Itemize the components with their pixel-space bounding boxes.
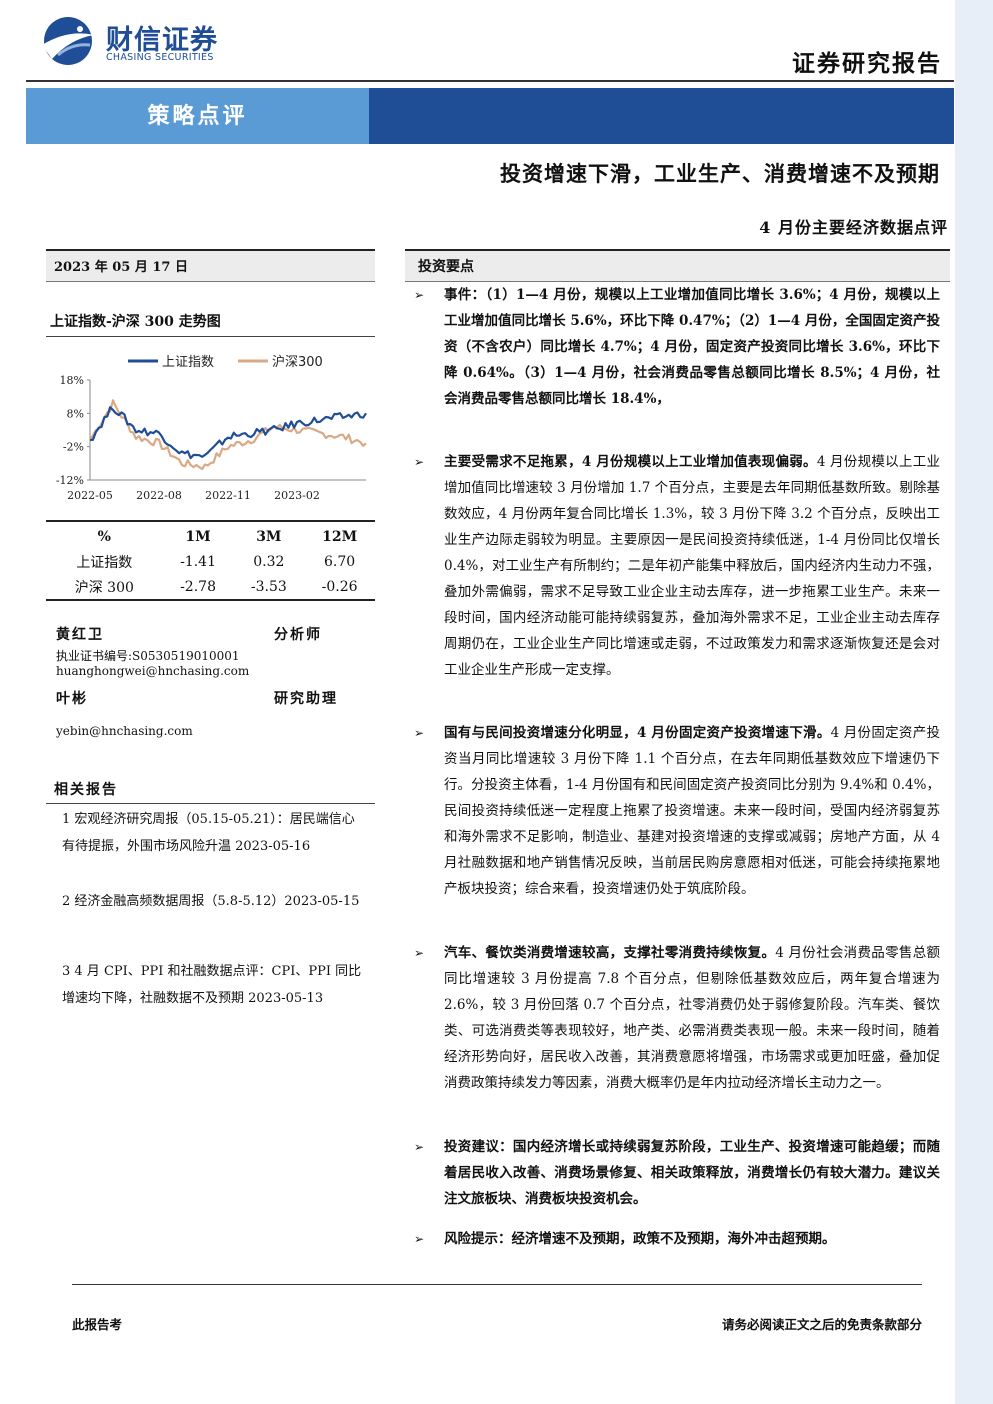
- table-cell: 沪深 300: [74, 579, 134, 596]
- table-cell: -1.41: [180, 553, 216, 570]
- legend-label: 上证指数: [162, 355, 214, 370]
- y-tick-label: -2%: [63, 441, 84, 454]
- table-row: 上证指数 -1.41 0.32 6.70: [46, 549, 375, 574]
- company-logo-icon: [42, 17, 94, 65]
- point-lead: 主要受需求不足拖累，4 月份规模以上工业增加值表现偏弱。: [444, 454, 817, 470]
- table-cell: -2.78: [180, 578, 216, 595]
- perf-table-top-rule: [46, 520, 375, 522]
- arrow-bullet-icon: ➢: [414, 1140, 425, 1154]
- invest-points-bar: [405, 249, 950, 282]
- x-tick-label: 2022-11: [205, 489, 251, 502]
- point-consumption: 汽车、餐饮类消费增速较高，支撑社零消费持续恢复。4 月份社会消费品零售总额同比增…: [444, 940, 940, 1096]
- table-header: %: [97, 528, 111, 545]
- point-text: 4 月份规模以上工业增加值同比增速较 3 月份增加 1.7 个百分点，主要是去年…: [444, 454, 940, 678]
- page-side-strip: [955, 0, 993, 1404]
- footer-divider: [72, 1284, 922, 1285]
- related-report-item[interactable]: 3 4 月 CPI、PPI 和社融数据点评：CPI、PPI 同比增速均下降，社融…: [62, 964, 362, 1006]
- header-divider: [26, 80, 954, 82]
- point-event: 事件：（1）1—4 月份，规模以上工业增加值同比增长 3.6%；4 月份，规模以…: [444, 282, 940, 412]
- point-text: 事件：（1）1—4 月份，规模以上工业增加值同比增长 3.6%；4 月份，规模以…: [444, 287, 940, 407]
- perf-table-bottom-rule: [46, 599, 375, 601]
- analyst-name: 黄红卫: [56, 627, 104, 643]
- point-text: 风险提示：经济增速不及预期，政策不及预期，海外冲击超预期。: [444, 1231, 836, 1247]
- table-cell: 6.70: [324, 553, 356, 570]
- point-risk: 风险提示：经济增速不及预期，政策不及预期，海外冲击超预期。: [444, 1226, 940, 1252]
- point-lead: 国有与民间投资增速分化明显，4 月份固定资产投资增速下滑。: [444, 725, 831, 741]
- chart-section-title: 上证指数-沪深 300 走势图: [50, 314, 221, 330]
- table-cell: -3.53: [250, 578, 287, 595]
- report-category: 策略点评: [147, 103, 248, 129]
- table-row: 沪深 300 -2.78 -3.53 -0.26: [46, 574, 375, 599]
- related-report-item[interactable]: 1 宏观经济研究周报（05.15-05.21）：居民端信心有待提振，外围市场风险…: [62, 812, 355, 854]
- arrow-bullet-icon: ➢: [414, 946, 425, 960]
- assistant-role: 研究助理: [274, 691, 338, 707]
- point-industry: 主要受需求不足拖累，4 月份规模以上工业增加值表现偏弱。4 月份规模以上工业增加…: [444, 449, 940, 683]
- point-text: 4 月份固定资产投资当月同比增速较 3 月份下降 1.1 个百分点，在去年同期低…: [444, 725, 940, 897]
- series-line: [89, 406, 367, 460]
- footer-disclaimer: 请务必阅读正文之后的免责条款部分: [721, 1317, 922, 1332]
- assistant-name: 叶彬: [56, 691, 88, 707]
- y-tick-label: 8%: [67, 407, 84, 420]
- invest-points-title: 投资要点: [418, 259, 474, 275]
- table-cell: -0.26: [321, 578, 358, 595]
- arrow-bullet-icon: ➢: [414, 288, 425, 302]
- analyst-email[interactable]: huanghongwei@hnchasing.com: [56, 664, 250, 678]
- legend-label: 沪深300: [272, 354, 323, 370]
- arrow-bullet-icon: ➢: [414, 726, 425, 740]
- x-tick-label: 2022-08: [136, 489, 182, 502]
- point-text: 4 月份社会消费品零售总额同比增速较 3 月份提高 7.8 个百分点，但剔除低基…: [444, 945, 940, 1091]
- index-trend-chart: 上证指数 沪深300 18% 8% -2% -12% 2022-05 2022-08 202…: [56, 354, 367, 502]
- report-title: 投资增速下滑，工业生产、消费增速不及预期: [500, 161, 940, 186]
- category-band-dark: [369, 88, 954, 144]
- y-tick-label: -12%: [56, 474, 84, 487]
- related-reports-rule: [46, 803, 375, 804]
- footer-left-text: 此报告考: [72, 1317, 123, 1332]
- table-cell: 上证指数: [76, 554, 133, 571]
- x-tick-label: 2022-05: [67, 489, 113, 502]
- report-date: 2023 年 05 月 17 日: [54, 260, 188, 275]
- table-header: 12M: [322, 528, 358, 545]
- point-investment: 国有与民间投资增速分化明显，4 月份固定资产投资增速下滑。4 月份固定资产投资当…: [444, 720, 940, 902]
- assistant-email[interactable]: yebin@hnchasing.com: [56, 724, 193, 738]
- arrow-bullet-icon: ➢: [414, 1232, 425, 1246]
- table-header-row: % 1M 3M 12M: [46, 524, 375, 549]
- chart-section-rule: [46, 336, 375, 337]
- series-line: [89, 399, 367, 471]
- point-text: 投资建议：国内经济增长或持续弱复苏阶段，工业生产、投资增速可能趋缓；而随着居民收…: [444, 1139, 940, 1207]
- analyst-role: 分析师: [274, 627, 322, 643]
- performance-table: % 1M 3M 12M 上证指数 -1.41 0.32 6.70 沪深 300 …: [46, 524, 375, 599]
- related-reports-title: 相关报告: [54, 782, 118, 798]
- table-header: 3M: [256, 528, 282, 545]
- date-bar: [46, 249, 375, 282]
- table-header: 1M: [185, 528, 211, 545]
- related-report-item[interactable]: 2 经济金融高频数据周报（5.8-5.12）2023-05-15: [62, 894, 360, 909]
- table-cell: 0.32: [253, 553, 285, 570]
- report-subtitle: 4 月份主要经济数据点评: [759, 218, 948, 237]
- logo-text-en: CHASING SECURITIES: [106, 52, 214, 63]
- point-lead: 汽车、餐饮类消费增速较高，支撑社零消费持续恢复。: [444, 945, 776, 961]
- arrow-bullet-icon: ➢: [414, 455, 425, 469]
- category-band-light: [26, 88, 369, 144]
- logo-text-cn: 财信证券: [106, 25, 218, 56]
- point-advice: 投资建议：国内经济增长或持续弱复苏阶段，工业生产、投资增速可能趋缓；而随着居民收…: [444, 1134, 940, 1212]
- y-tick-label: 18%: [60, 374, 84, 387]
- report-type: 证券研究报告: [792, 50, 942, 77]
- analyst-cert: 执业证书编号:S0530519010001: [56, 649, 240, 663]
- x-tick-label: 2023-02: [274, 489, 320, 502]
